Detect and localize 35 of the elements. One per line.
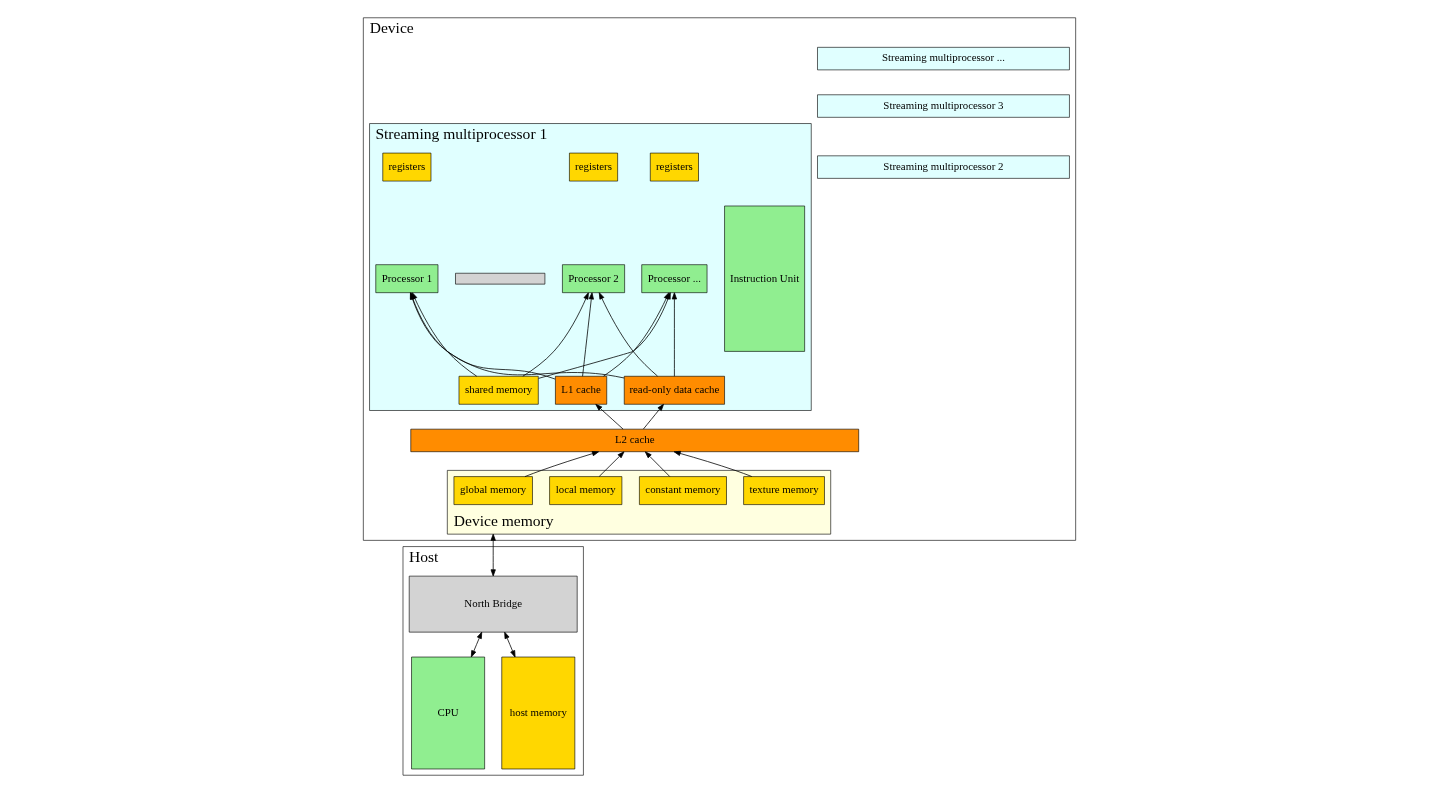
node-box: L2 cache: [410, 428, 859, 452]
node-box: L1 cache: [555, 375, 608, 405]
node-box: North Bridge: [408, 575, 578, 633]
arrow: [522, 292, 589, 377]
arrow: [524, 451, 599, 477]
node-bar: [455, 272, 546, 285]
node-box: Instruction Unit: [724, 205, 805, 352]
node-box: Streaming multiprocessor ...: [817, 47, 1070, 71]
node-box: host memory: [501, 656, 576, 770]
arrow: [598, 292, 658, 377]
node-box: Processor ...: [641, 264, 708, 293]
node-box: registers: [569, 152, 618, 182]
arrow: [673, 450, 753, 477]
node-box: shared memory: [458, 375, 539, 405]
arrow: [642, 403, 664, 430]
arrow: [671, 292, 677, 377]
node-box: local memory: [549, 476, 623, 505]
node-box: texture memory: [743, 476, 825, 505]
node-box: Processor 1: [375, 264, 439, 293]
arrow: [598, 451, 625, 477]
arrow: [582, 292, 594, 377]
node-box: Streaming multiprocessor 3: [817, 94, 1070, 118]
node-box: Streaming multiprocessor 2: [817, 155, 1070, 179]
node-box: registers: [382, 152, 432, 182]
arrow: [644, 451, 671, 477]
arrow: [595, 403, 624, 430]
node-box: constant memory: [639, 476, 727, 505]
node-box: read-only data cache: [623, 375, 725, 405]
arrow: [490, 533, 496, 577]
node-box: Processor 2: [562, 264, 625, 293]
arrow: [504, 631, 516, 658]
node-box: global memory: [453, 476, 533, 505]
node-box: registers: [650, 152, 699, 182]
arrow: [470, 631, 483, 658]
node-box: CPU: [411, 656, 485, 770]
